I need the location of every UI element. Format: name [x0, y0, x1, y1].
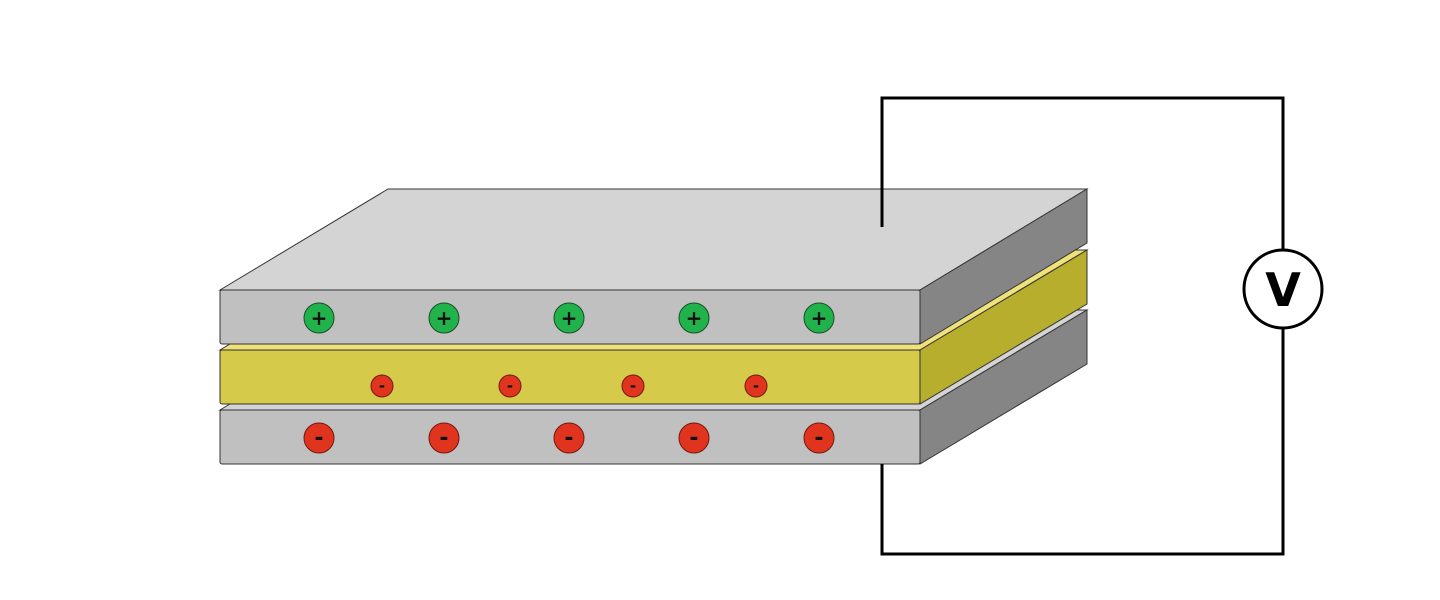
svg-text:-: -	[814, 426, 823, 451]
svg-text:-: -	[753, 377, 759, 395]
negative-charge-icon: -	[553, 422, 585, 454]
svg-text:-: -	[507, 377, 513, 395]
svg-text:-: -	[630, 377, 636, 395]
svg-text:-: -	[379, 377, 385, 395]
top-plate	[218, 188, 1089, 345]
svg-text:+: +	[811, 306, 828, 330]
top-plate-charges: + + + + +	[303, 302, 835, 334]
svg-text:+: +	[686, 306, 703, 330]
positive-charge-icon: +	[678, 302, 710, 334]
negative-charge-icon: -	[678, 422, 710, 454]
positive-charge-icon: +	[553, 302, 585, 334]
dielectric-front-face	[219, 349, 921, 405]
positive-charge-icon: +	[428, 302, 460, 334]
circuit-wire	[880, 96, 1285, 556]
negative-charge-icon: -	[744, 374, 768, 398]
negative-charge-icon: -	[370, 374, 394, 398]
negative-charge-icon: -	[428, 422, 460, 454]
positive-charge-icon: +	[303, 302, 335, 334]
svg-text:-: -	[314, 426, 323, 451]
svg-text:-: -	[439, 426, 448, 451]
voltmeter: V	[1242, 248, 1324, 330]
svg-text:-: -	[564, 426, 573, 451]
svg-text:+: +	[311, 306, 328, 330]
voltmeter-label: V	[1265, 263, 1301, 317]
voltmeter-icon	[1242, 248, 1324, 330]
negative-charge-icon: -	[498, 374, 522, 398]
negative-charge-icon: -	[303, 422, 335, 454]
dielectric-charges: - - - -	[370, 374, 768, 398]
svg-text:+: +	[436, 306, 453, 330]
negative-charge-icon: -	[621, 374, 645, 398]
bottom-plate-charges: - - - - -	[303, 422, 835, 454]
svg-text:-: -	[689, 426, 698, 451]
positive-charge-icon: +	[803, 302, 835, 334]
negative-charge-icon: -	[803, 422, 835, 454]
svg-text:+: +	[561, 306, 578, 330]
